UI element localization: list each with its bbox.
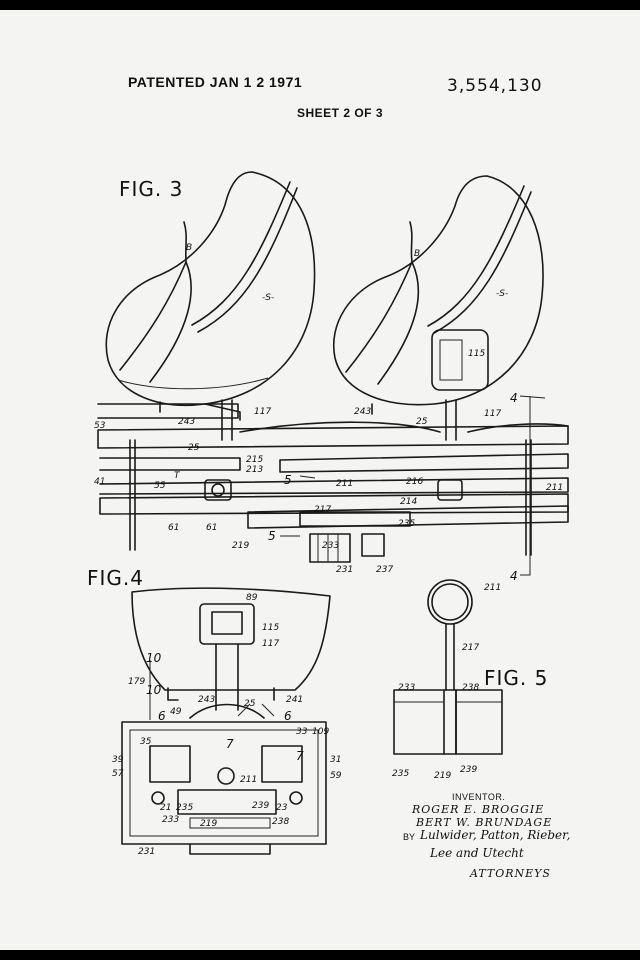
svg-text:115: 115	[468, 349, 485, 359]
svg-text:5: 5	[284, 473, 292, 487]
svg-text:233: 233	[162, 815, 179, 825]
svg-text:109: 109	[312, 727, 329, 737]
patent-number: 3,554,130	[447, 76, 543, 96]
svg-text:217: 217	[314, 505, 331, 515]
fig3-left-seat	[105, 171, 316, 441]
svg-text:39: 39	[112, 755, 124, 765]
svg-text:B: B	[414, 249, 420, 259]
patent-drawing-sheet: PATENTED JAN 1 2 1971 3,554,130 SHEET 2 …	[0, 10, 640, 950]
svg-text:25: 25	[416, 417, 428, 427]
svg-text:7: 7	[296, 749, 304, 763]
svg-text:219: 219	[434, 771, 451, 781]
svg-text:5: 5	[268, 529, 276, 543]
fig4-drawing	[121, 587, 331, 855]
svg-text:217: 217	[462, 643, 479, 653]
svg-text:211: 211	[240, 775, 257, 785]
svg-text:4: 4	[510, 569, 518, 583]
svg-text:238: 238	[462, 683, 479, 693]
svg-text:115: 115	[262, 623, 279, 633]
svg-text:21: 21	[160, 803, 171, 813]
fig4-label: FIG.4	[87, 566, 144, 590]
svg-text:7: 7	[226, 737, 234, 751]
attorney-firm-line-2: Lee and Utecht	[430, 846, 524, 860]
svg-text:179: 179	[128, 677, 145, 687]
svg-text:235: 235	[392, 769, 409, 779]
svg-text:57: 57	[112, 769, 124, 779]
fig3-part-labels: B -S- B -S- 115 117 117 53 243 243 25 25…	[94, 243, 563, 583]
svg-text:243: 243	[354, 407, 371, 417]
svg-text:89: 89	[246, 593, 258, 603]
patented-date: PATENTED JAN 1 2 1971	[128, 74, 303, 90]
svg-text:117: 117	[254, 407, 271, 417]
svg-text:231: 231	[336, 565, 353, 575]
svg-text:211: 211	[484, 583, 501, 593]
svg-text:241: 241	[286, 695, 303, 705]
svg-text:211: 211	[546, 483, 563, 493]
svg-text:214: 214	[400, 497, 417, 507]
svg-text:243: 243	[198, 695, 215, 705]
svg-text:237: 237	[376, 565, 393, 575]
svg-text:215: 215	[246, 455, 263, 465]
svg-text:235: 235	[398, 519, 415, 529]
svg-text:219: 219	[200, 819, 217, 829]
svg-text:6: 6	[284, 709, 292, 723]
svg-text:4: 4	[510, 391, 518, 405]
svg-text:31: 31	[330, 755, 341, 765]
fig3-track-frame	[97, 395, 569, 576]
svg-text:23: 23	[276, 803, 288, 813]
svg-text:35: 35	[140, 737, 152, 747]
svg-text:55: 55	[154, 481, 166, 491]
svg-text:59: 59	[330, 771, 342, 781]
svg-text:213: 213	[246, 465, 263, 475]
svg-text:10: 10	[146, 683, 162, 697]
fig5-drawing	[393, 579, 503, 755]
technical-drawing: B -S- B -S- 115 117 117 53 243 243 25 25…	[94, 171, 569, 857]
inventor-name-1: ROGER E. BROGGIE	[412, 803, 545, 816]
svg-text:49: 49	[170, 707, 182, 717]
svg-text:231: 231	[138, 847, 155, 857]
svg-text:T: T	[174, 471, 181, 481]
svg-text:235: 235	[176, 803, 193, 813]
sheet-number: SHEET 2 OF 3	[297, 106, 384, 120]
svg-text:33: 33	[296, 727, 308, 737]
svg-text:B: B	[186, 243, 192, 253]
svg-text:243: 243	[178, 417, 195, 427]
svg-text:211: 211	[336, 479, 353, 489]
svg-text:41: 41	[94, 477, 105, 487]
svg-text:25: 25	[244, 699, 256, 709]
svg-text:25: 25	[188, 443, 200, 453]
inventor-label: INVENTOR.	[452, 792, 506, 802]
fig4-part-labels: 89 115 117 10 179 10 49 243 25 241 6 6 3…	[112, 593, 342, 857]
svg-text:233: 233	[322, 541, 339, 551]
svg-text:10: 10	[146, 651, 162, 665]
fig5-label: FIG. 5	[484, 666, 549, 690]
svg-text:53: 53	[94, 421, 106, 431]
by-label: BY	[403, 832, 416, 842]
svg-text:117: 117	[262, 639, 279, 649]
svg-text:61: 61	[206, 523, 217, 533]
svg-text:238: 238	[272, 817, 289, 827]
svg-text:239: 239	[460, 765, 477, 775]
attorney-firm-line-1: Lulwider, Patton, Rieber,	[420, 828, 571, 842]
svg-text:219: 219	[232, 541, 249, 551]
fig3-label: FIG. 3	[119, 177, 184, 201]
svg-text:61: 61	[168, 523, 179, 533]
svg-text:239: 239	[252, 801, 269, 811]
svg-text:6: 6	[158, 709, 166, 723]
svg-text:117: 117	[484, 409, 501, 419]
svg-text:-S-: -S-	[262, 293, 274, 303]
svg-text:233: 233	[398, 683, 415, 693]
fig3-right-seat	[333, 175, 544, 441]
svg-text:216: 216	[406, 477, 423, 487]
svg-text:-S-: -S-	[496, 289, 508, 299]
inventor-name-2: BERT W. BRUNDAGE	[416, 816, 553, 829]
fig5-part-labels: 211 217 233 238 235 219 239	[392, 583, 501, 781]
attorneys-label: ATTORNEYS	[470, 867, 551, 880]
